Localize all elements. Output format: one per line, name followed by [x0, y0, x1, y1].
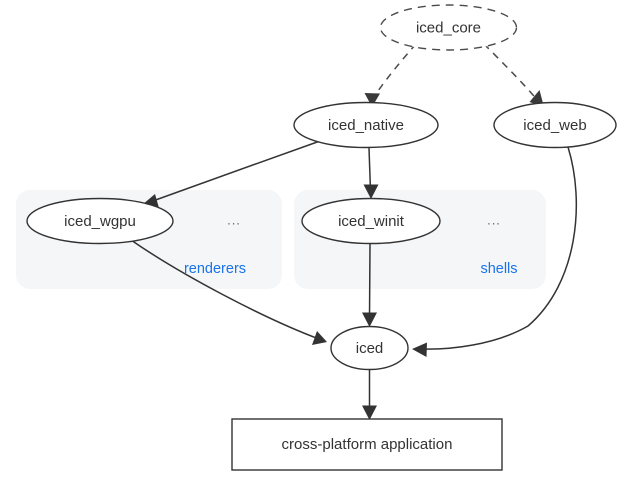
renderers-ellipsis-marker: ... [227, 212, 241, 227]
edge-wgpu-to-iced-arrowhead [312, 331, 327, 345]
node-iced-wgpu[interactable]: iced_wgpu [26, 197, 174, 245]
edge-core-to-native-line [371, 43, 417, 101]
edge-core-to-web [483, 43, 544, 107]
node-iced-core-shape[interactable] [379, 4, 518, 51]
cluster-shells-label: shells [480, 261, 517, 277]
ellipsis-group: ... ... [227, 212, 501, 227]
node-iced-wgpu-label: iced_wgpu [64, 213, 136, 230]
node-group: iced_core iced_native iced_web iced_wgpu… [26, 4, 617, 471]
cluster-label-group: renderers shells [184, 261, 518, 277]
node-iced-winit-shape[interactable] [301, 197, 441, 245]
edge-web-to-iced [412, 146, 578, 357]
node-application-label: cross-platform application [282, 436, 453, 453]
node-iced-winit-label: iced_winit [338, 213, 405, 230]
node-iced-native[interactable]: iced_native [293, 101, 439, 149]
node-iced-native-shape[interactable] [293, 101, 439, 149]
edge-winit-to-iced-line [368, 243, 371, 320]
node-iced-core[interactable]: iced_core [379, 4, 518, 51]
node-iced[interactable]: iced [330, 325, 409, 371]
node-application[interactable]: cross-platform application [231, 418, 503, 471]
node-iced-label: iced [356, 340, 384, 357]
node-iced-web-label: iced_web [523, 117, 586, 134]
node-iced-native-label: iced_native [328, 117, 404, 134]
node-iced-core-label: iced_core [416, 19, 481, 36]
node-iced-web-shape[interactable] [493, 101, 617, 149]
edge-native-to-winit-arrowhead [363, 184, 379, 199]
node-iced-wgpu-shape[interactable] [26, 197, 174, 245]
node-iced-web[interactable]: iced_web [493, 101, 617, 149]
edge-group [130, 43, 578, 420]
cluster-renderers-label: renderers [184, 261, 246, 277]
edge-core-to-native [364, 43, 417, 107]
edge-native-to-winit [363, 147, 379, 199]
node-iced-winit[interactable]: iced_winit [301, 197, 441, 245]
edge-core-to-web-line [483, 43, 539, 102]
edge-iced-to-application-arrowhead [362, 405, 377, 420]
edge-native-to-winit-line [368, 147, 372, 192]
edge-wgpu-to-iced [130, 239, 327, 345]
edge-web-to-iced-line [419, 146, 578, 350]
edge-web-to-iced-arrowhead [412, 342, 427, 357]
node-application-shape[interactable] [231, 418, 503, 471]
edge-iced-to-application [362, 370, 377, 420]
edge-winit-to-iced [362, 243, 377, 327]
edge-native-to-wgpu-line [149, 140, 321, 203]
edge-core-to-native-arrowhead [364, 93, 380, 107]
node-iced-shape[interactable] [330, 325, 409, 371]
edge-wgpu-to-iced-line [130, 239, 320, 340]
shells-ellipsis-marker: ... [487, 212, 501, 227]
edge-winit-to-iced-arrowhead [362, 312, 377, 327]
